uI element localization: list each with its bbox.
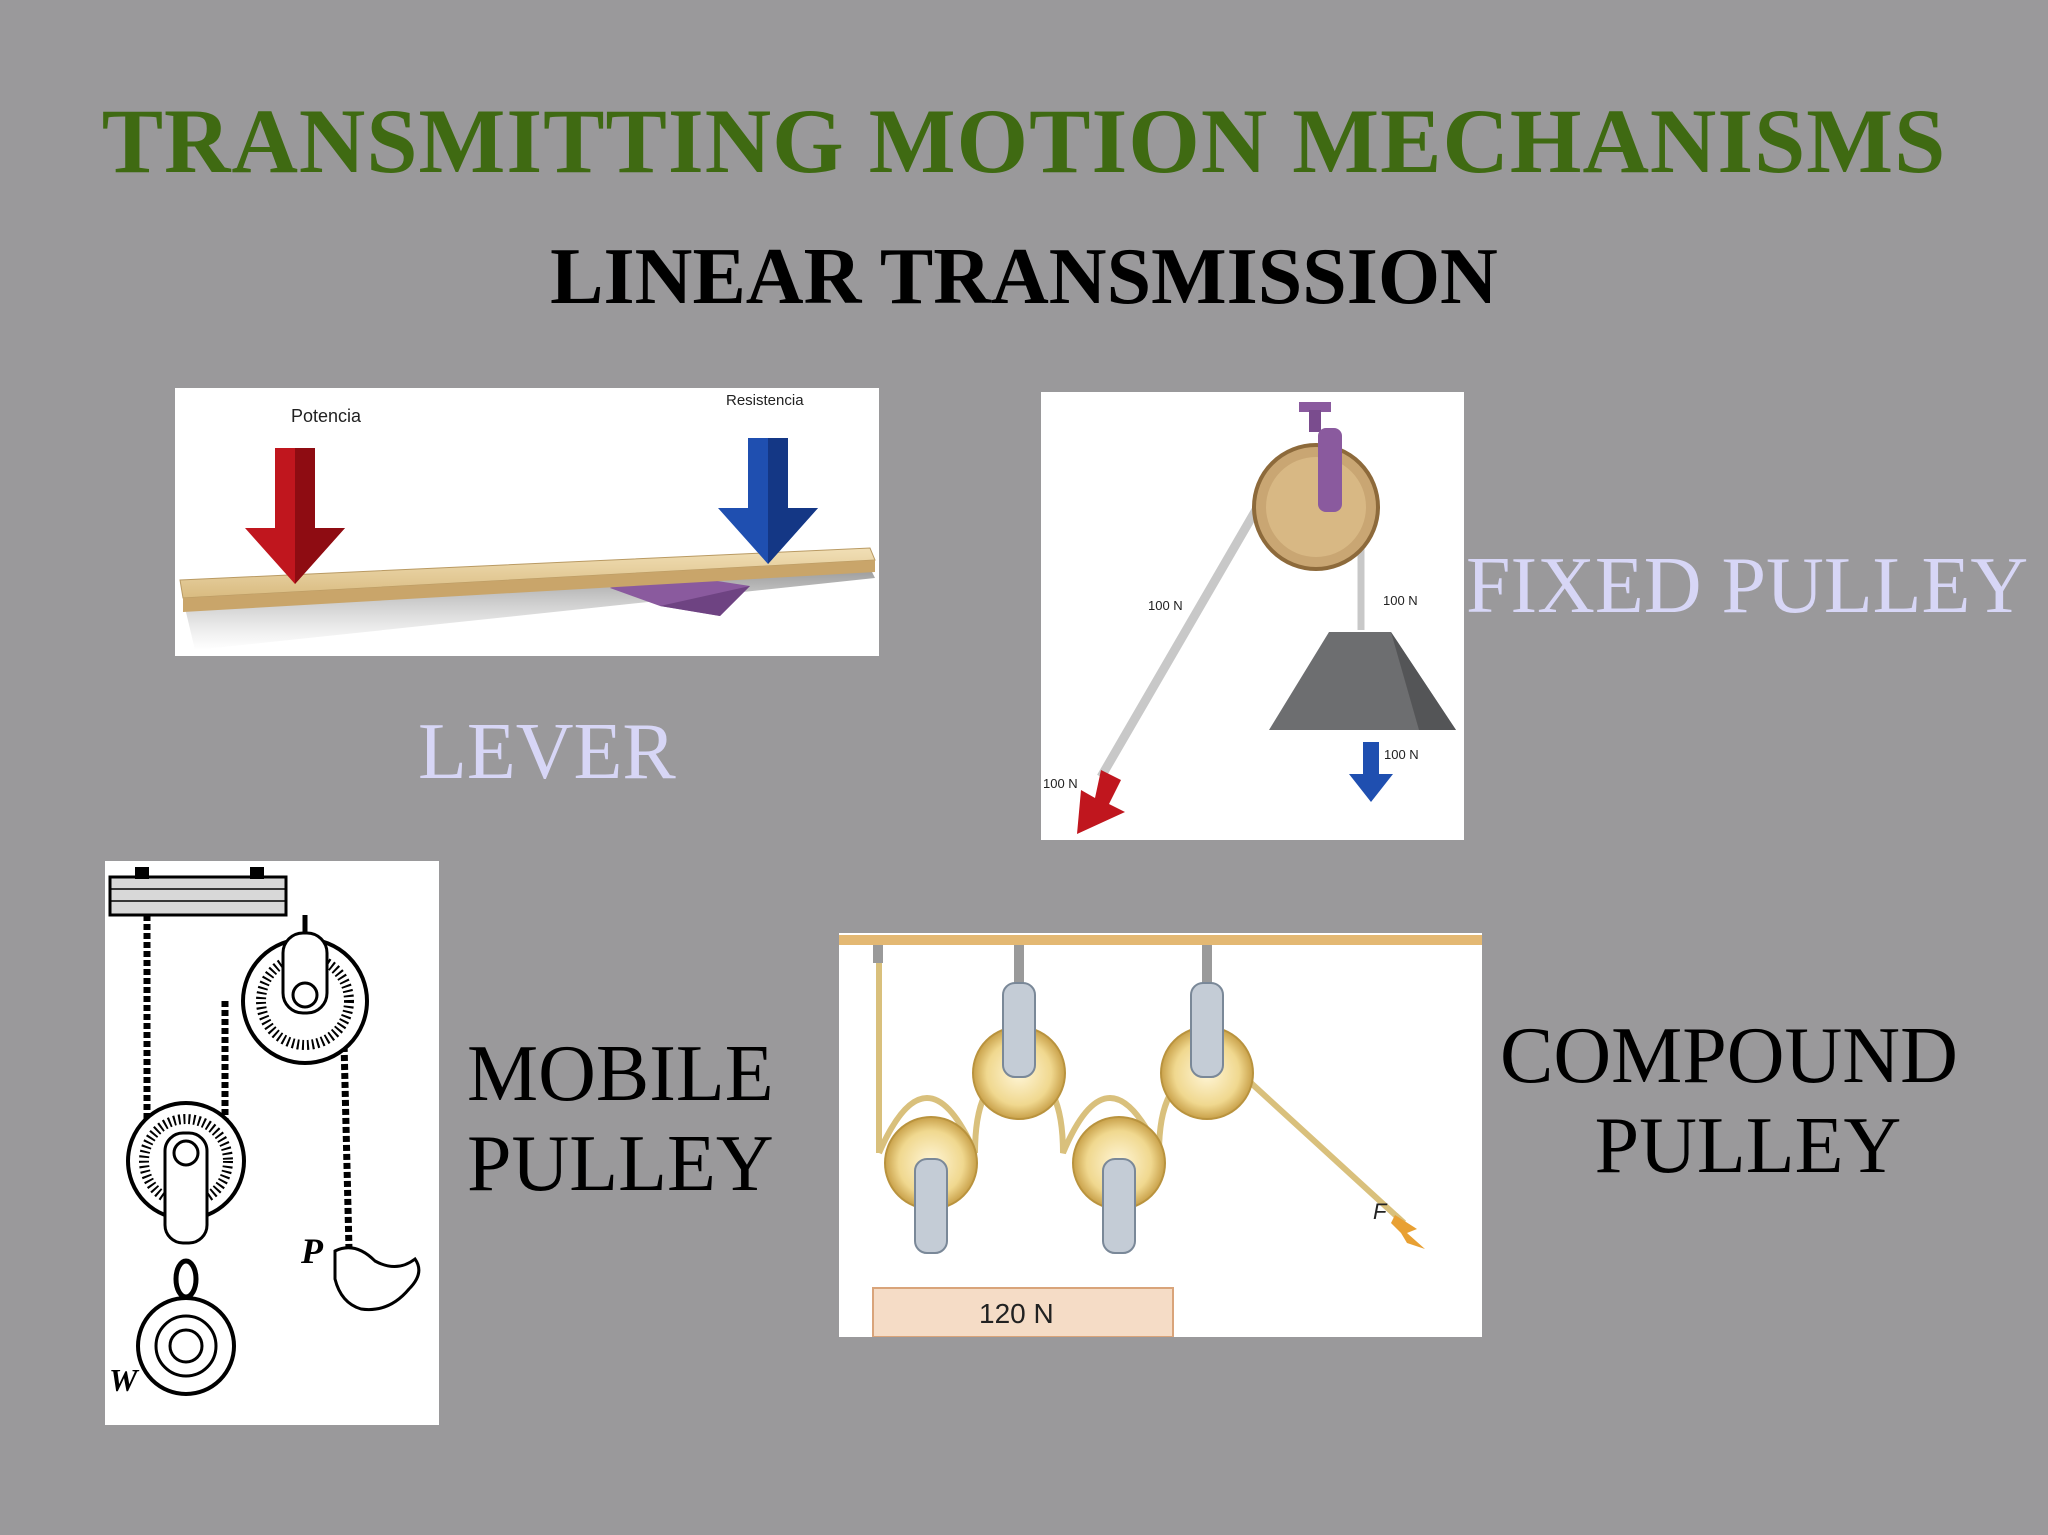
compound-pulley-label-line1: COMPOUND <box>1500 1012 1958 1100</box>
mobile-pulley-label-line1: MOBILE <box>467 1030 774 1118</box>
lever-illustration: Potencia Resistencia <box>175 388 879 656</box>
mobile-pulley-label: MOBILE PULLEY <box>467 1030 774 1209</box>
load-value: 120 N <box>979 1298 1054 1329</box>
ceiling-bar-icon <box>839 935 1482 945</box>
moving-pulley-1-icon <box>884 1116 978 1254</box>
load-force-label: 100 N <box>1384 747 1419 762</box>
load-label: Resistencia <box>726 392 804 409</box>
compound-pulley-label-line2: PULLEY <box>1594 1101 1902 1190</box>
moving-pulley-2-icon <box>1072 1116 1166 1254</box>
mobile-pulley-label-line2: PULLEY <box>467 1119 774 1208</box>
slide-title: TRANSMITTING MOTION MECHANISMS <box>101 90 1947 192</box>
effort-label: Potencia <box>291 406 362 426</box>
weight-symbol: W <box>109 1362 140 1398</box>
hand-icon <box>333 1246 421 1312</box>
mobile-pulley-illustration: P W <box>105 861 439 1425</box>
slide-subtitle: LINEAR TRANSMISSION <box>550 233 1498 321</box>
pull-arrow-icon <box>1077 770 1125 834</box>
load-force-arrow-icon <box>1349 742 1393 802</box>
weight-icon <box>136 1296 236 1396</box>
ceiling-mount-icon <box>1299 402 1331 432</box>
fixed-pulley-2-icon <box>1160 982 1254 1120</box>
force-symbol: F <box>1373 1199 1388 1224</box>
mobile-pulley-wheel-icon <box>126 1101 246 1245</box>
weight-block-icon <box>1269 632 1456 730</box>
rope-right-force-label: 100 N <box>1383 593 1418 608</box>
effort-arrow-icon <box>245 448 345 584</box>
compound-pulley-label: COMPOUND PULLEY <box>1500 1012 1958 1191</box>
fixed-pulley-label: FIXED PULLEY <box>1466 542 2029 630</box>
pulley-bracket-icon <box>1318 428 1342 512</box>
fixed-pulley-wheel-icon <box>241 915 369 1065</box>
pulley-wheel-icon <box>1252 443 1380 571</box>
lever-label: LEVER <box>418 708 676 796</box>
lever-beam <box>179 547 876 612</box>
force-arrow-icon <box>1391 1215 1425 1249</box>
effort-symbol: P <box>300 1231 324 1271</box>
fixed-pulley-1-icon <box>972 982 1066 1120</box>
hook-icon <box>173 1258 199 1300</box>
pull-force-label: 100 N <box>1043 776 1078 791</box>
ceiling-beam-icon <box>108 867 288 917</box>
load-block-icon <box>872 1287 1174 1337</box>
compound-pulley-illustration: 120 N F <box>839 933 1482 1337</box>
load-arrow-icon <box>718 438 818 564</box>
fixed-pulley-illustration: 100 N 100 N 100 N 100 N <box>1041 392 1464 840</box>
rope-left-force-label: 100 N <box>1148 598 1183 613</box>
